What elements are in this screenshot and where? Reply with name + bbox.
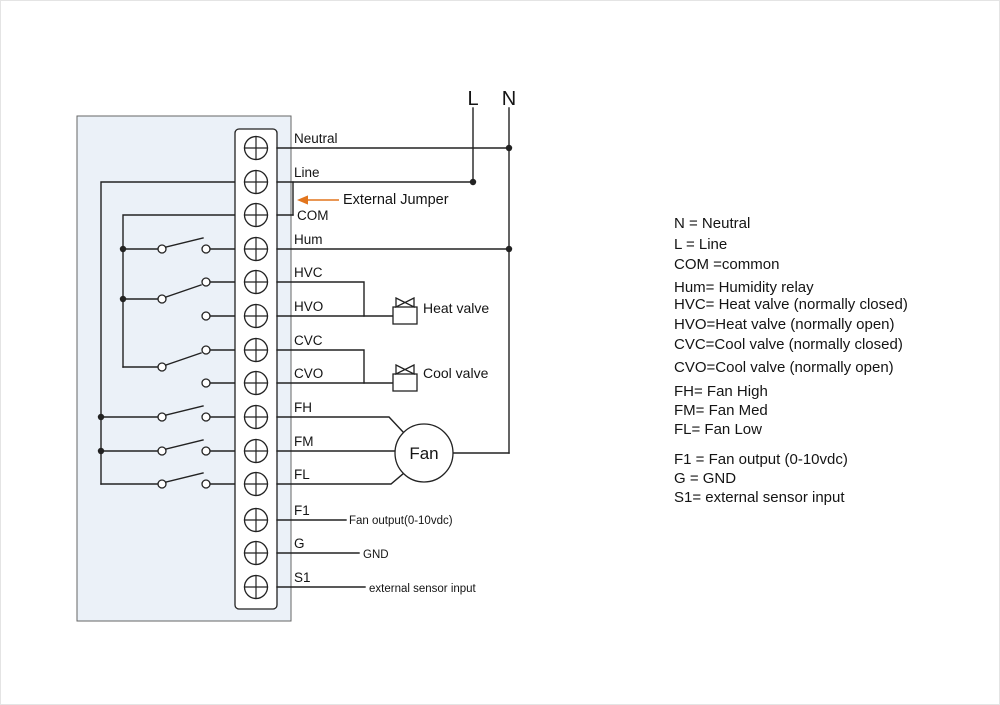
legend-fh: FH= Fan High [674, 383, 768, 400]
supply-l-label: L [467, 88, 478, 110]
terminal-screw-icon [243, 337, 269, 363]
wire-hvc [276, 281, 365, 317]
contact-icon [201, 378, 211, 388]
legend-l: L = Line [674, 236, 727, 253]
contact-icon [201, 244, 211, 254]
terminal-strip [234, 128, 278, 610]
legend-g: G = GND [674, 470, 736, 487]
supply-n-label: N [502, 88, 516, 110]
contact-icon [201, 345, 211, 355]
wire-fan-high [276, 416, 405, 434]
terminal-screw-icon [243, 574, 269, 600]
terminal-label-fm: FM [294, 434, 314, 449]
contact-icon [157, 479, 167, 489]
junction-dot [505, 245, 513, 253]
terminal-label-cvc: CVC [294, 333, 323, 348]
terminal-label-s1: S1 [294, 570, 311, 585]
terminal-label-com: COM [297, 208, 329, 223]
contact-icon [201, 277, 211, 287]
terminal-label-line: Line [294, 165, 320, 180]
contact-icon [157, 244, 167, 254]
gnd-label: GND [363, 549, 389, 561]
fan-output-label: Fan output(0-10vdc) [349, 515, 453, 527]
contact-icon [157, 362, 167, 372]
terminal-screw-icon [243, 169, 269, 195]
terminal-screw-icon [243, 507, 269, 533]
terminal-label-hvo: HVO [294, 299, 323, 314]
contact-icon [201, 412, 211, 422]
terminal-label-fh: FH [294, 400, 312, 415]
legend: N = Neutral L = Line COM =common Hum= Hu… [674, 215, 908, 506]
legend-hum: Hum= Humidity relay [674, 279, 814, 296]
legend-fl: FL= Fan Low [674, 421, 762, 438]
contact-icon [201, 446, 211, 456]
external-jumper-annotation: External Jumper [297, 192, 449, 208]
junction-dot [119, 245, 127, 253]
contact-icon [157, 446, 167, 456]
terminal-screw-icon [243, 269, 269, 295]
legend-com: COM =common [674, 256, 779, 273]
legend-f1: F1 = Fan output (0-10vdc) [674, 451, 848, 468]
cool-valve-icon [392, 363, 418, 392]
relay-switch-cool-valve [122, 345, 236, 388]
terminal-label-hvc: HVC [294, 265, 323, 280]
junction-dot [505, 144, 513, 152]
heat-valve-icon [392, 296, 418, 325]
terminal-screw-icon [243, 404, 269, 430]
legend-s1: S1= external sensor input [674, 489, 845, 506]
junction-dot [97, 413, 105, 421]
junction-dot [97, 447, 105, 455]
contact-icon [157, 412, 167, 422]
contact-icon [201, 311, 211, 321]
cool-valve-label: Cool valve [423, 365, 489, 381]
junction-dot [469, 178, 477, 186]
relay-switch-heat-valve [122, 277, 236, 321]
terminal-screw-icon [243, 370, 269, 396]
sensor-label: external sensor input [369, 583, 477, 595]
fan-icon [394, 423, 454, 483]
terminal-label-g: G [294, 536, 305, 551]
terminal-label-fl: FL [294, 467, 310, 482]
terminal-screw-icon [243, 471, 269, 497]
legend-hvc: HVC= Heat valve (normally closed) [674, 296, 908, 313]
relay-switch-hum [122, 237, 236, 254]
external-jumper-arrowhead-icon [297, 195, 308, 205]
relay-switch-fan-low [100, 472, 236, 489]
line-internal-bus [100, 181, 236, 485]
terminal-label-f1: F1 [294, 503, 310, 518]
legend-cvc: CVC=Cool valve (normally closed) [674, 336, 903, 353]
heat-valve-label: Heat valve [423, 300, 489, 316]
contact-icon [157, 294, 167, 304]
junction-dot [119, 295, 127, 303]
relay-switch-fan-med [100, 439, 236, 456]
contact-icon [201, 479, 211, 489]
legend-n: N = Neutral [674, 215, 750, 232]
external-jumper-label: External Jumper [343, 192, 449, 208]
legend-hvo: HVO=Heat valve (normally open) [674, 316, 895, 333]
terminal-label-hum: Hum [294, 232, 323, 247]
wire-cvc [276, 349, 365, 384]
terminal-screw-icon [243, 438, 269, 464]
terminal-screw-icon [243, 202, 269, 228]
terminal-screw-icon [243, 135, 269, 161]
legend-fm: FM= Fan Med [674, 402, 768, 419]
terminal-label-neutral: Neutral [294, 131, 338, 146]
com-internal-bus [122, 214, 236, 368]
terminal-label-cvo: CVO [294, 366, 323, 381]
terminal-screw-icon [243, 303, 269, 329]
legend-cvo: CVO=Cool valve (normally open) [674, 359, 894, 376]
terminal-screw-icon [243, 540, 269, 566]
relay-switch-fan-high [100, 405, 236, 422]
wire-fan-low [276, 472, 405, 485]
fan-label: Fan [409, 444, 438, 463]
terminal-screw-icon [243, 236, 269, 262]
